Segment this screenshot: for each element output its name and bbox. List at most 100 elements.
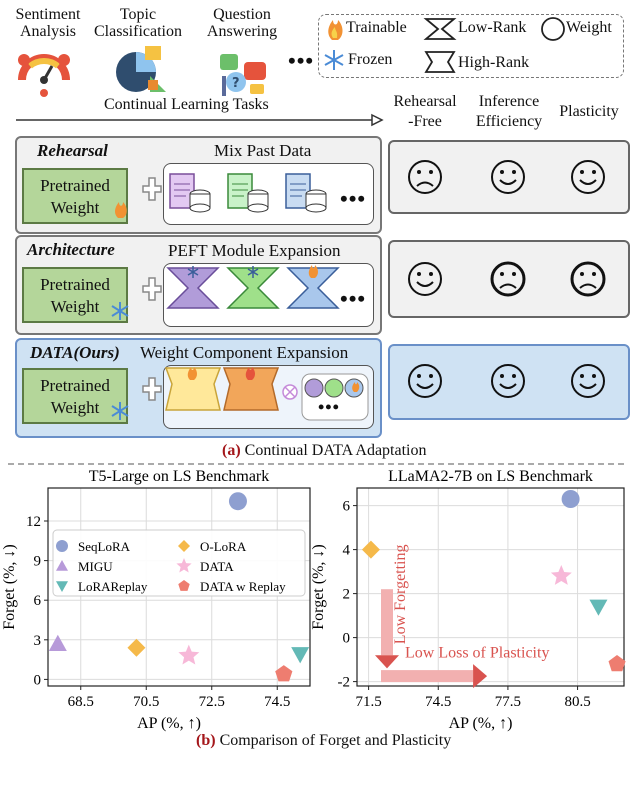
peft-module-trainable bbox=[286, 265, 340, 309]
task-icons: ? bbox=[16, 46, 384, 127]
plus-icon bbox=[142, 177, 162, 401]
y-tick-label: 2 bbox=[343, 587, 351, 603]
x-tick-label: 68.5 bbox=[68, 694, 94, 710]
weight-circle-icon bbox=[541, 17, 565, 41]
point-data bbox=[550, 565, 572, 585]
legend-icons bbox=[324, 17, 565, 73]
chart-title: LLaMA2-7B on LS Benchmark bbox=[388, 468, 593, 485]
x-tick-label: 70.5 bbox=[133, 694, 159, 710]
caption-b-text: Comparison of Forget and Plasticity bbox=[215, 732, 452, 749]
rehearsal-ellipsis: ••• bbox=[340, 186, 367, 211]
legend-marker-lorareplay bbox=[56, 581, 68, 592]
caption-b-tag: (b) bbox=[196, 732, 216, 749]
y-tick-label: 0 bbox=[34, 672, 42, 688]
architecture-subtitle: PEFT Module Expansion bbox=[168, 241, 341, 260]
data-ours-title: DATA(Ours) bbox=[30, 343, 120, 362]
weight-circle-icon bbox=[304, 378, 324, 398]
y-tick-label: 6 bbox=[34, 593, 42, 609]
architecture-faces-panel bbox=[388, 240, 630, 318]
method-diagrams bbox=[111, 173, 369, 421]
low-forgetting-arrow bbox=[381, 589, 393, 656]
x-tick-label: 77.5 bbox=[495, 694, 521, 710]
y-tick-label: 6 bbox=[343, 499, 351, 515]
snowflake-icon bbox=[324, 50, 344, 70]
y-axis-label: Forget (%, ↓) bbox=[310, 544, 327, 629]
fire-icon bbox=[115, 202, 127, 218]
x-tick-label: 72.5 bbox=[199, 694, 225, 710]
data-ours-ellipsis: ••• bbox=[318, 397, 340, 417]
legend-label-lorareplay: LoRAReplay bbox=[78, 579, 148, 594]
data-ours-faces-panel bbox=[388, 344, 630, 420]
legend-label-data-w-replay: DATA w Replay bbox=[200, 579, 286, 594]
tasks-arrow-label: Continual Learning Tasks bbox=[104, 96, 269, 113]
col-rehearsal-free: Rehearsal -Free bbox=[393, 93, 457, 130]
legend-high-rank: High-Rank bbox=[458, 54, 530, 71]
sad-face-icon bbox=[490, 261, 526, 297]
low-forgetting-arrowhead bbox=[375, 655, 399, 669]
rehearsal-pretrained-weight: Pretrained Weight bbox=[22, 168, 128, 224]
data-ours-subtitle: Weight Component Expansion bbox=[140, 343, 349, 362]
point-seqlora bbox=[561, 490, 580, 508]
high-rank-icon bbox=[424, 51, 456, 73]
y-tick-label: 12 bbox=[26, 514, 41, 530]
chart-title: T5-Large on LS Benchmark bbox=[89, 468, 270, 485]
task-label-sentiment: Sentiment Analysis bbox=[15, 6, 81, 40]
caption-b: (b) Comparison of Forget and Plasticity bbox=[196, 732, 451, 750]
point-data-w-replay bbox=[608, 655, 626, 672]
evaluation-faces bbox=[408, 160, 606, 398]
x-tick-label: 71.5 bbox=[355, 694, 381, 710]
plot-frame bbox=[47, 487, 311, 687]
point-lorareplay bbox=[291, 647, 310, 664]
legend-marker-migu bbox=[56, 560, 68, 571]
legend-frozen: Frozen bbox=[348, 51, 393, 68]
legend-low-rank: Low-Rank bbox=[458, 19, 527, 36]
legend-box bbox=[318, 14, 624, 78]
y-axis-label: Forget (%, ↓) bbox=[1, 544, 18, 629]
legend-label-migu: MIGU bbox=[78, 559, 113, 574]
legend-weight: Weight bbox=[566, 19, 612, 36]
low-plasticity-loss-arrowhead bbox=[473, 664, 488, 689]
sad-face-icon bbox=[570, 261, 606, 297]
happy-face-icon bbox=[408, 262, 442, 296]
weight-circle-icon bbox=[324, 378, 344, 398]
weight-component-trainable bbox=[164, 367, 222, 411]
happy-face-icon bbox=[571, 160, 605, 194]
legend-marker-seqlora bbox=[56, 540, 68, 552]
low-rank-icon bbox=[423, 18, 457, 40]
legend-label-o-lora: O-LoRA bbox=[200, 539, 247, 554]
caption-a-tag: (a) bbox=[222, 442, 241, 459]
col-inference-efficiency: Inference Efficiency bbox=[475, 93, 543, 130]
low-plasticity-loss-label: Low Loss of Plasticity bbox=[405, 644, 549, 661]
tasks-ellipsis: ••• bbox=[288, 48, 315, 73]
x-tick-label: 80.5 bbox=[564, 694, 590, 710]
sad-face-icon bbox=[408, 160, 442, 194]
caption-a: (a) Continual DATA Adaptation bbox=[222, 442, 426, 460]
qa-bubbles-icon: ? bbox=[220, 54, 266, 96]
low-forgetting-label: Low Forgetting bbox=[392, 544, 409, 644]
y-tick-label: 9 bbox=[34, 554, 42, 570]
combine-operator-icon bbox=[282, 384, 298, 400]
pw-label: Pretrained Weight bbox=[40, 376, 110, 417]
y-tick-label: -2 bbox=[338, 675, 351, 691]
happy-face-icon bbox=[491, 160, 525, 194]
plot-frame bbox=[356, 487, 625, 687]
x-axis-label: AP (%, ↑) bbox=[449, 715, 513, 732]
sentiment-gauge-icon bbox=[18, 54, 70, 97]
y-tick-label: 0 bbox=[343, 631, 351, 647]
divider bbox=[8, 463, 624, 465]
point-seqlora bbox=[228, 492, 247, 511]
snowflake-icon bbox=[111, 302, 129, 320]
point-o-lora bbox=[127, 638, 146, 657]
point-lorareplay bbox=[589, 599, 608, 616]
fire-icon bbox=[328, 20, 343, 40]
architecture-ellipsis: ••• bbox=[340, 286, 367, 311]
topic-pie-icon bbox=[116, 46, 166, 92]
weight-component-trainable bbox=[222, 367, 280, 411]
legend-label-seqlora: SeqLoRA bbox=[78, 539, 131, 554]
snowflake-icon bbox=[111, 402, 129, 420]
point-migu bbox=[48, 634, 67, 651]
